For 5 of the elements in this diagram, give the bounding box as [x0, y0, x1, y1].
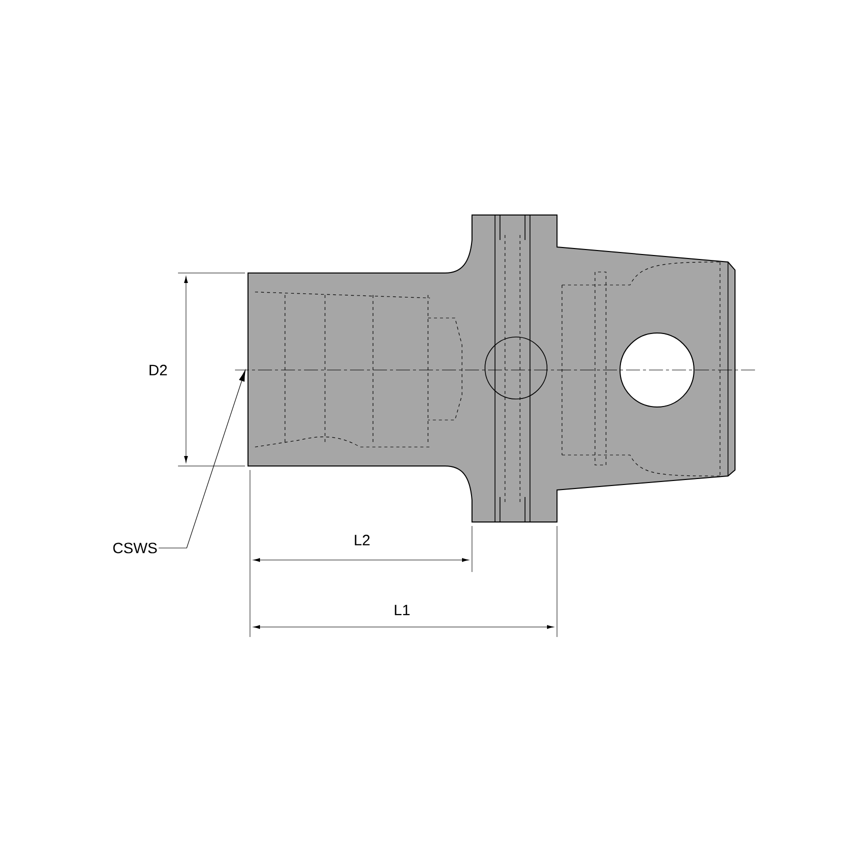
tool-holder-drawing — [234, 214, 756, 522]
callout-label: CSWS — [113, 542, 157, 554]
dimension-label: L1 — [394, 604, 410, 616]
dimension-label: D2 — [150, 364, 167, 376]
leader-line — [158, 370, 246, 548]
